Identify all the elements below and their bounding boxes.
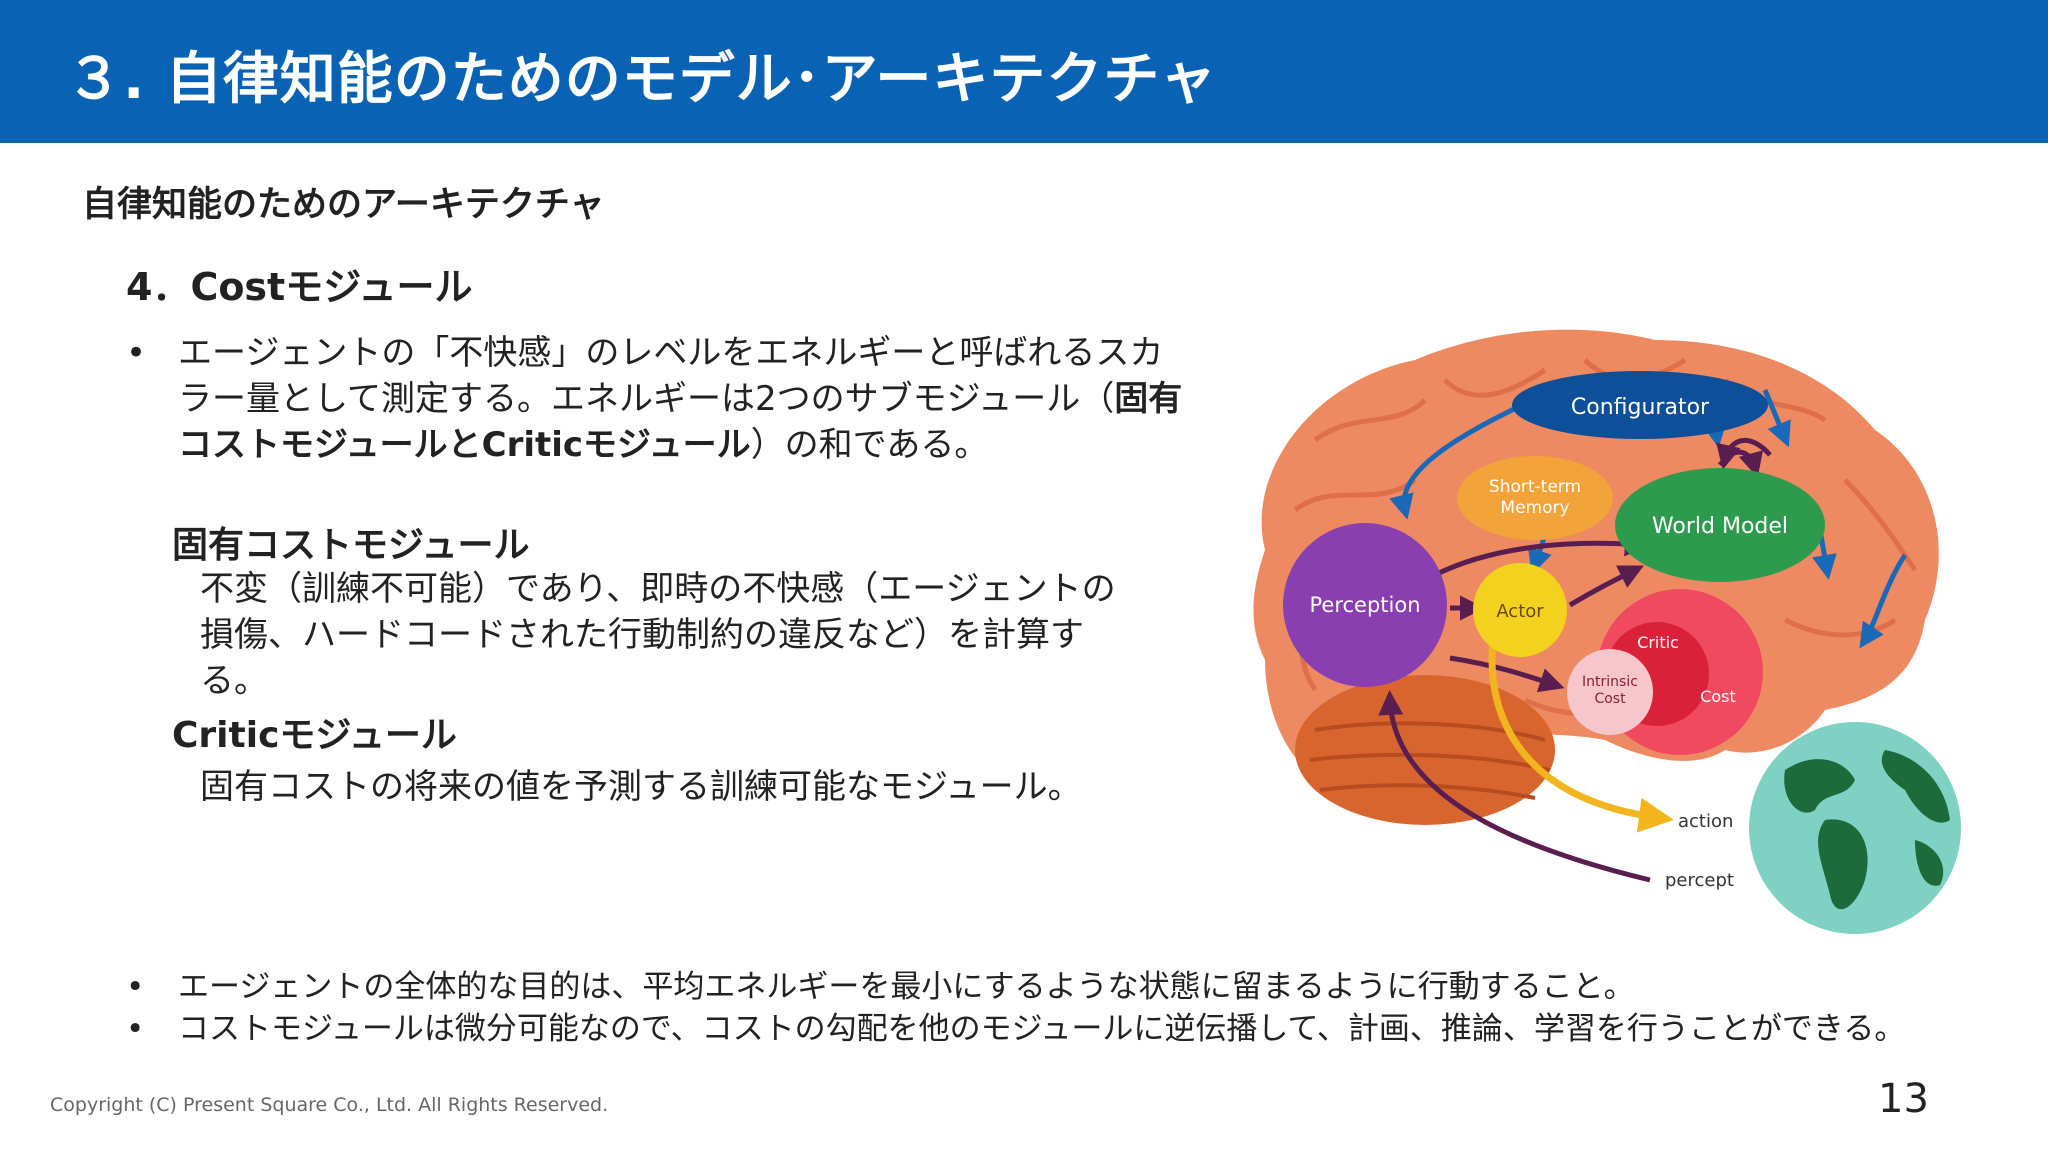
main-bullet: • エージェントの「不快感」のレベルをエネルギーと呼ばれるスカラー量として測定す… <box>126 330 1186 468</box>
cerebellum-lines <box>1309 721 1551 800</box>
intrinsic-cost-label-2: Cost <box>1594 691 1626 707</box>
main-bullet-text: エージェントの「不快感」のレベルをエネルギーと呼ばれるスカラー量として測定する。… <box>178 330 1186 468</box>
main-bullet-text-prefix: エージェントの「不快感」のレベルをエネルギーと呼ばれるスカラー量として測定する。… <box>178 333 1164 419</box>
bullet-dot: • <box>126 969 145 1005</box>
percept-label: percept <box>1665 870 1734 891</box>
perception-label: Perception <box>1309 593 1420 617</box>
main-bullet-text-bold: 固有コストモジュールとCriticモジュール <box>178 379 1183 465</box>
short-term-memory-label-2: Memory <box>1500 498 1569 518</box>
section-title: 自律知能のためのアーキテクチャ <box>82 185 605 225</box>
configurator-node <box>1512 371 1768 439</box>
main-bullet-text-suffix: ）の和である。 <box>750 425 989 465</box>
copyright-notice: Copyright (C) Present Square Co., Ltd. A… <box>50 1094 609 1116</box>
bottom-bullet-2-text: コストモジュールは微分可能なので、コストの勾配を他のモジュールに逆伝播して、計画… <box>178 1011 1906 1047</box>
intrinsic-cost-description: 不変（訓練不可能）であり、即時の不快感（エージェントの損傷、ハードコードされた行… <box>200 569 1116 701</box>
bullet-dot: • <box>126 333 147 373</box>
slide-title: ３. 自律知能のためのモデル･アーキテクチャ <box>66 47 1217 112</box>
action-label: action <box>1678 811 1733 832</box>
world-model-node <box>1615 468 1825 582</box>
bottom-bullet-1-text: エージェントの全体的な目的は、平均エネルギーを最小にするような状態に留まるように… <box>178 969 1635 1005</box>
cerebellum-shape <box>1295 675 1555 825</box>
actor-node <box>1473 563 1567 657</box>
bottom-bullet-1: • エージェントの全体的な目的は、平均エネルギーを最小にするような状態に留まるよ… <box>126 966 1826 1008</box>
critic-description: 固有コストの将来の値を予測する訓練可能なモジュール。 <box>200 767 1082 807</box>
bottom-bullet-list: • エージェントの全体的な目的は、平均エネルギーを最小にするような状態に留まるよ… <box>126 966 1905 1050</box>
intrinsic-cost-label-1: Intrinsic <box>1582 674 1638 690</box>
cost-label: Cost <box>1700 687 1736 706</box>
page-number: 13 <box>1878 1076 1929 1122</box>
short-term-memory-label-1: Short-term <box>1489 477 1581 497</box>
perception-node <box>1283 523 1447 687</box>
world-model-label: World Model <box>1652 514 1788 539</box>
critic-label: Critic <box>1637 633 1679 652</box>
earth-continents <box>1784 750 1950 910</box>
actor-label: Actor <box>1496 601 1544 622</box>
short-term-memory-node <box>1457 456 1613 540</box>
bottom-bullet-2: • コストモジュールは微分可能なので、コストの勾配を他のモジュールに逆伝播して、… <box>126 1008 1905 1050</box>
slide-header: ３. 自律知能のためのモデル･アーキテクチャ <box>0 0 2048 143</box>
configurator-label: Configurator <box>1571 395 1710 420</box>
intrinsic-cost-heading: 固有コストモジュール <box>172 525 530 566</box>
intrinsic-cost-node <box>1567 649 1653 735</box>
critic-heading: Criticモジュール <box>172 715 457 756</box>
bullet-dot: • <box>126 1011 145 1047</box>
architecture-diagram: Configurator Short-term Memory World Mod… <box>1253 329 1961 934</box>
sub-title: 4．Costモジュール <box>126 265 473 309</box>
